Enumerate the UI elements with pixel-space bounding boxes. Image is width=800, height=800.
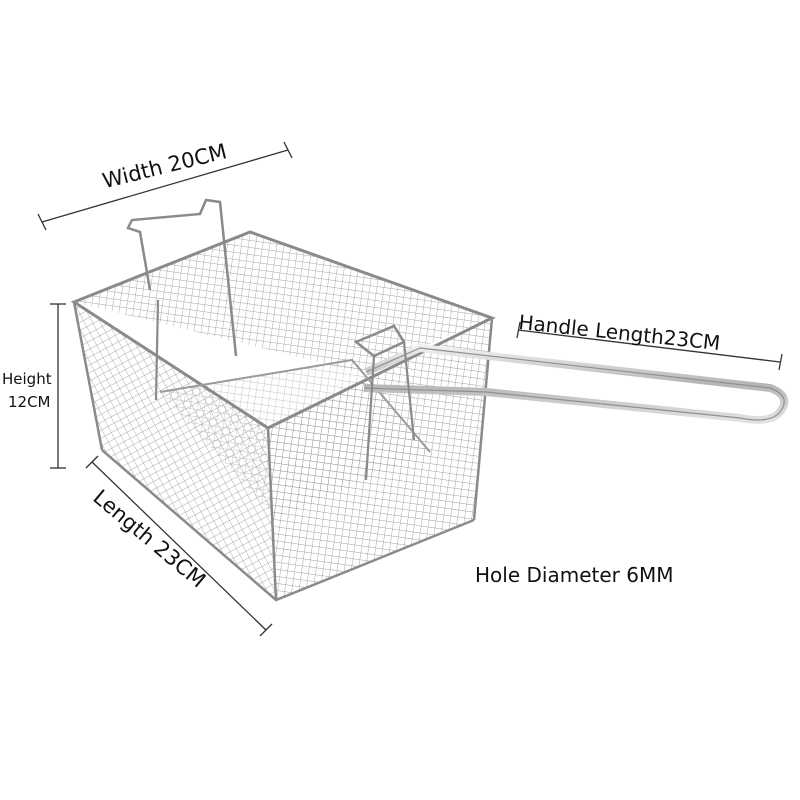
width-dimension-line xyxy=(37,141,293,231)
height-label: Height xyxy=(2,370,52,388)
hole-diameter-label: Hole Diameter 6MM xyxy=(475,563,674,587)
length-dimension-line xyxy=(85,455,273,637)
height-value-label: 12CM xyxy=(8,393,51,411)
handle-dimension-line xyxy=(516,321,783,371)
basket xyxy=(70,198,496,602)
height-dimension-line xyxy=(50,303,66,469)
handle xyxy=(353,324,789,481)
